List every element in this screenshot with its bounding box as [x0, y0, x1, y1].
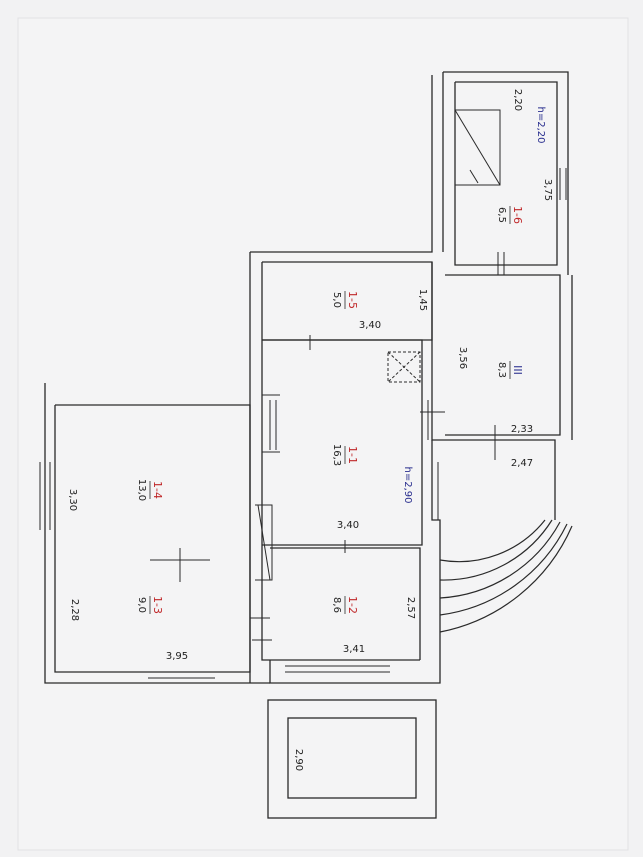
dim-label: 3,41 [343, 644, 365, 655]
dim-label: 2,28 [69, 599, 80, 621]
room-area: 16,3 [331, 444, 342, 466]
dim-label: 1,45 [417, 289, 428, 311]
room-label-1-6: 1-6 6,5 [496, 206, 524, 224]
room-id: III [511, 365, 524, 375]
dim-label: 2,20 [512, 89, 523, 111]
room-id: 1-4 [151, 481, 164, 499]
dim-label: 3,30 [67, 489, 78, 511]
room-id: 1-1 [346, 446, 359, 464]
dimension-labels: 2,20 3,75 1,45 3,40 3,56 2,33 2,47 3,30 … [67, 89, 553, 771]
dim-label: 3,75 [542, 179, 553, 201]
room-label-1-4: 1-4 13,0 [136, 479, 164, 501]
dim-label: 3,40 [337, 520, 359, 531]
room-area: 8,3 [496, 362, 507, 378]
dim-label: 3,95 [166, 651, 188, 662]
vent-shaft-symbol [387, 351, 421, 383]
room-area: 9,0 [136, 597, 147, 613]
room-label-1-5: 1-5 5,0 [331, 291, 359, 309]
room-id: 1-6 [511, 206, 524, 224]
door-marks [150, 335, 510, 641]
room-area: 5,0 [331, 292, 342, 308]
dim-label: 2,33 [511, 424, 533, 435]
entrance-steps [439, 519, 573, 633]
room-label-1-1: 1-1 16,3 [331, 444, 359, 466]
room-area: 8,6 [331, 597, 342, 613]
room-labels: 1-1 16,3 1-2 8,6 1-3 9,0 1-4 13,0 1-5 5,0 1-6 6,5II… [136, 206, 524, 614]
ceiling-height-note: h=2,90 [402, 467, 413, 504]
room-area: 13,0 [136, 479, 147, 501]
room-id: 1-3 [151, 596, 164, 614]
dim-label: 2,90 [293, 749, 304, 771]
dim-label: 2,47 [511, 458, 533, 469]
dim-label: 3,40 [359, 320, 381, 331]
dim-label: 3,56 [457, 347, 468, 369]
windows [39, 168, 567, 684]
height-notes: h=2,20 h=2,90 [402, 107, 546, 504]
room-area: 6,5 [496, 207, 507, 223]
dim-label: 2,57 [405, 597, 416, 619]
room-label-1-3: 1-3 9,0 [136, 596, 164, 614]
paper-sheet [17, 17, 629, 851]
room-label-III: III 8,3 [496, 361, 524, 379]
room-label-1-2: 1-2 8,6 [331, 596, 359, 614]
stair-symbol [454, 109, 501, 186]
room-id: 1-5 [346, 291, 359, 309]
room-id: 1-2 [346, 596, 359, 614]
ceiling-height-note: h=2,20 [535, 107, 546, 144]
